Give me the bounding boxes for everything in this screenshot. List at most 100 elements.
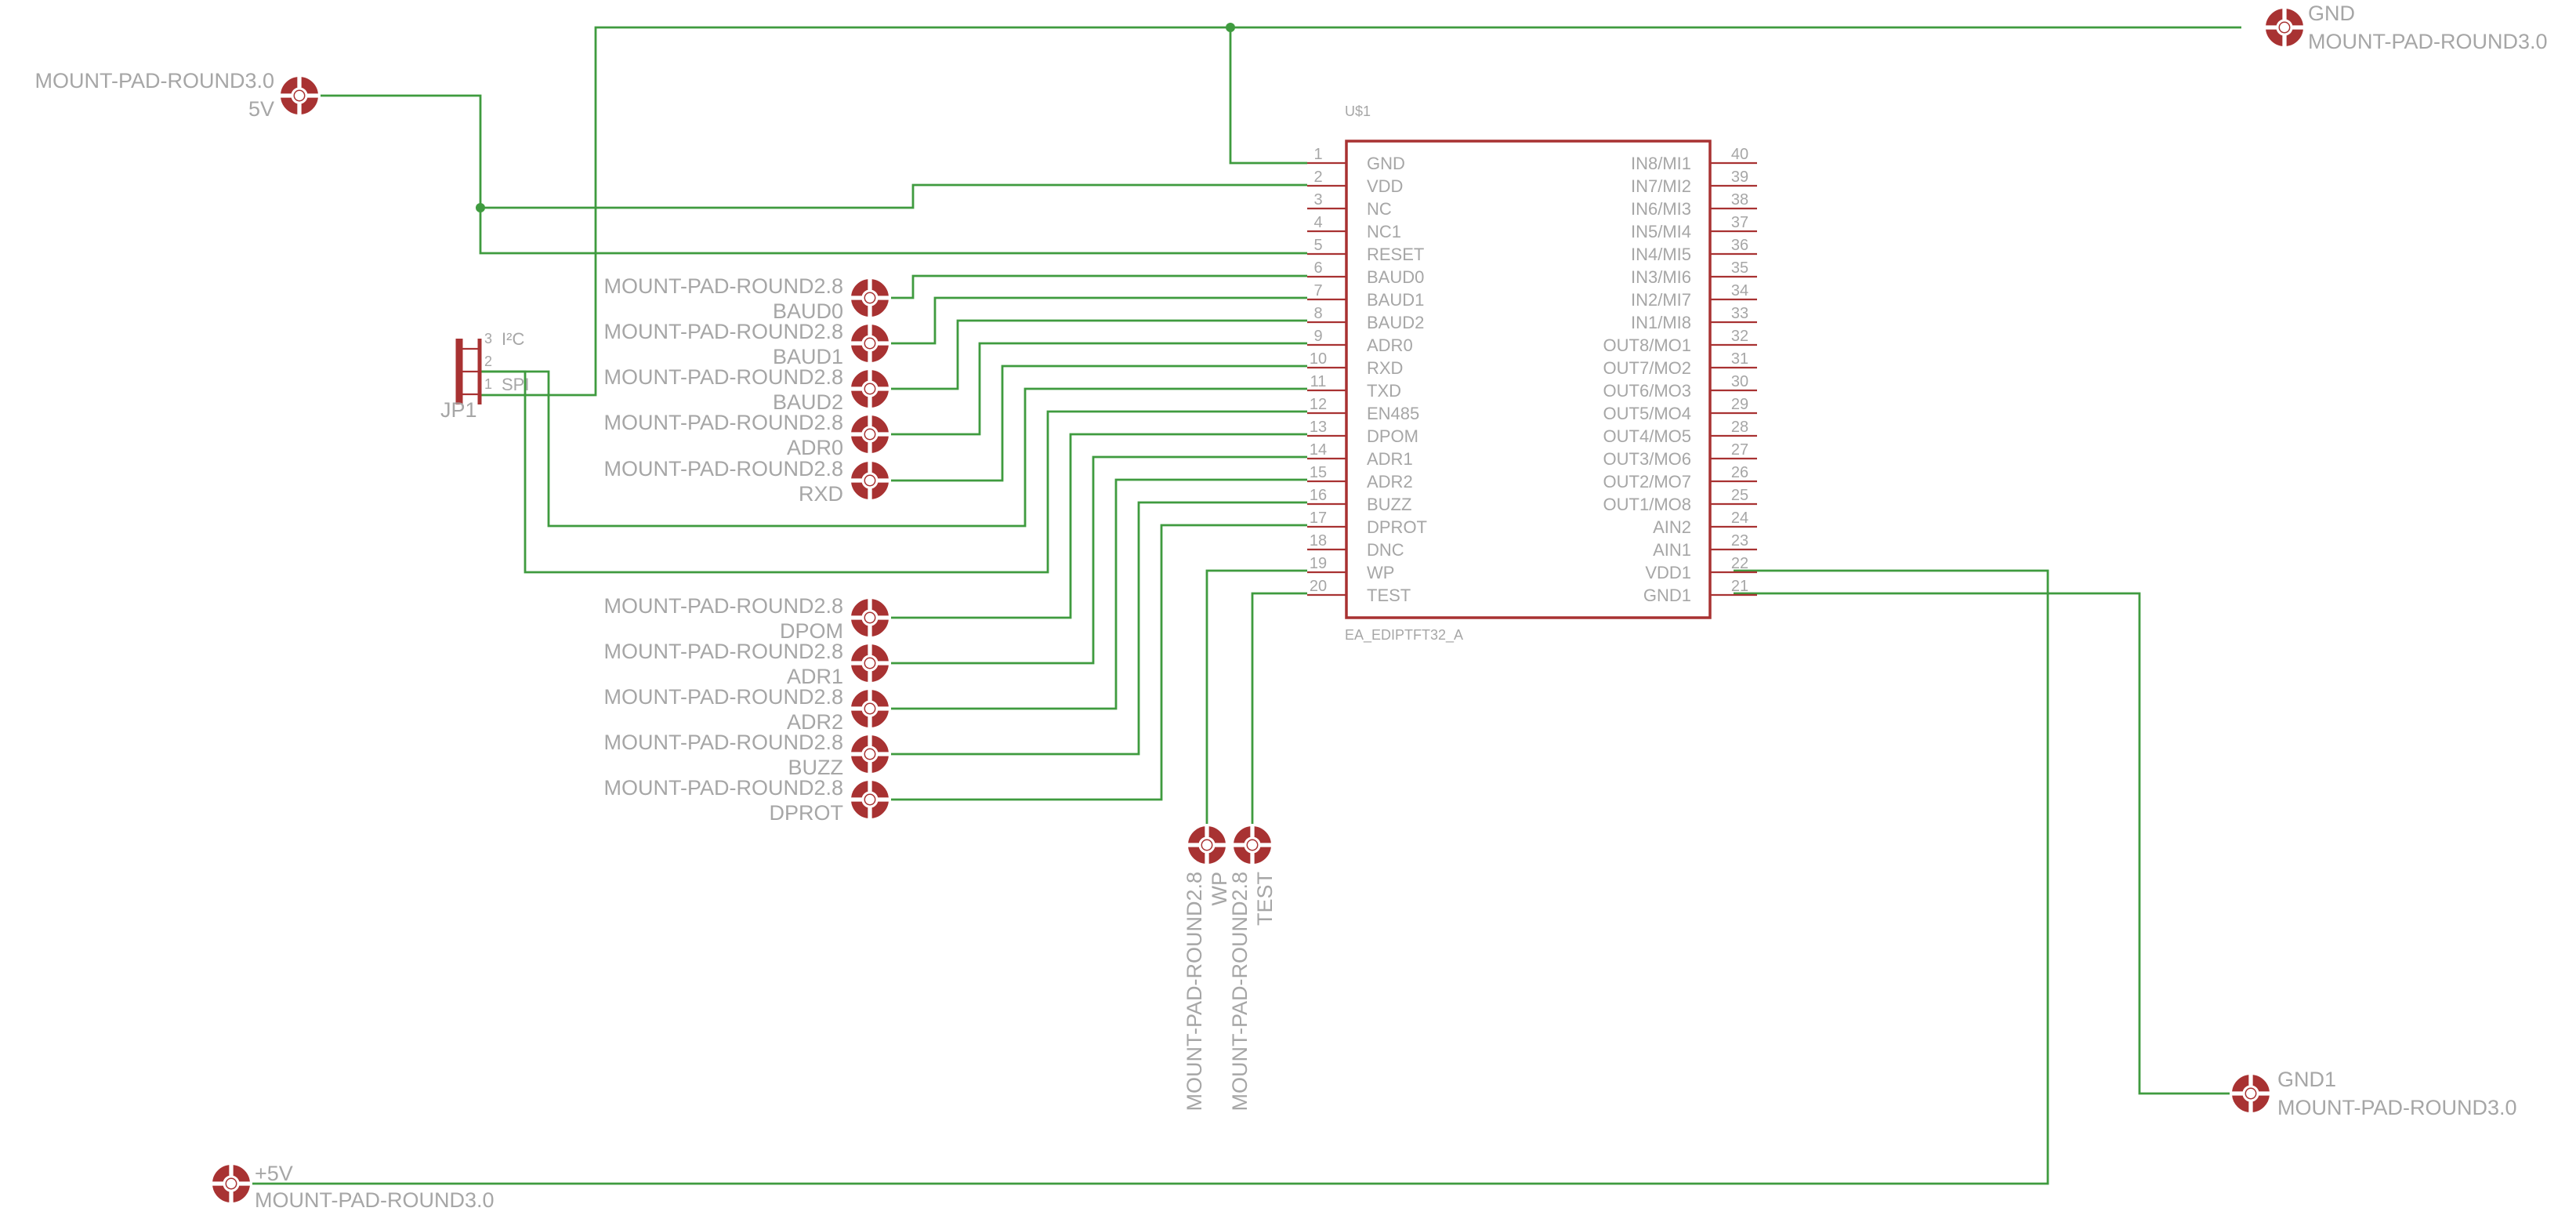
jp1-pin2-number: 2 (484, 354, 492, 369)
net-txd[interactable] (480, 370, 1307, 528)
u1-pin-35-name: IN3/MI6 (1631, 267, 1691, 287)
pad-baud0-value: MOUNT-PAD-ROUND2.8 (603, 274, 843, 298)
pad-dpom[interactable]: MOUNT-PAD-ROUND2.8 DPOM (603, 594, 891, 643)
pad-baud0[interactable]: MOUNT-PAD-ROUND2.8 BAUD0 (603, 274, 891, 323)
net-wp[interactable] (1205, 569, 1307, 845)
net-baud0[interactable] (870, 274, 1307, 299)
u1-pin-12-number: 12 (1310, 396, 1327, 413)
pad-baud2[interactable]: MOUNT-PAD-ROUND2.8 BAUD2 (603, 365, 891, 414)
u1-pin-38-name: IN6/MI3 (1631, 199, 1691, 219)
pad-plus5v[interactable]: +5V MOUNT-PAD-ROUND3.0 (210, 1162, 495, 1212)
pad-test-name: TEST (1253, 872, 1277, 926)
u1-pin-33-name: IN1/MI8 (1631, 313, 1691, 332)
mount-pad-icon (849, 733, 891, 775)
net-gnd1[interactable] (1734, 592, 2251, 1095)
net-baud1[interactable] (870, 296, 1307, 345)
u1-pin-1-name: GND (1367, 154, 1405, 173)
pad-dprot[interactable]: MOUNT-PAD-ROUND2.8 DPROT (603, 776, 891, 825)
u1-pin-18-name: DNC (1367, 540, 1404, 560)
pad-center (225, 1177, 237, 1190)
pad-adr0-value: MOUNT-PAD-ROUND2.8 (603, 411, 843, 434)
pad-gnd1-name: GND1 (2277, 1068, 2336, 1091)
net-vdd[interactable] (480, 183, 1307, 209)
u1-pin-37-name: IN5/MI4 (1631, 222, 1691, 241)
pad-adr2-name: ADR2 (787, 710, 843, 734)
pad-rxd-name: RXD (799, 482, 843, 506)
pad-baud1[interactable]: MOUNT-PAD-ROUND2.8 BAUD1 (603, 320, 891, 368)
pad-adr0[interactable]: MOUNT-PAD-ROUND2.8 ADR0 (603, 411, 891, 459)
pad-adr1[interactable]: MOUNT-PAD-ROUND2.8 ADR1 (603, 640, 891, 688)
pad-adr2[interactable]: MOUNT-PAD-ROUND2.8 ADR2 (603, 685, 891, 734)
u1-pin-30-name: OUT6/MO3 (1603, 381, 1691, 401)
pad-center (864, 383, 876, 395)
net-dpom[interactable] (870, 433, 1307, 619)
net-gnd-pin1[interactable] (1229, 27, 1307, 165)
u1-pin-5-name: RESET (1367, 245, 1424, 264)
pad-buzz-name: BUZZ (788, 756, 844, 779)
mount-pad-icon (849, 277, 891, 319)
mount-pad-icon (849, 597, 891, 639)
u1-pin-7-number: 7 (1313, 282, 1322, 299)
u1-pin-13-name: DPOM (1367, 426, 1418, 446)
pad-center (864, 292, 876, 304)
pad-test-value: MOUNT-PAD-ROUND2.8 (1228, 872, 1252, 1112)
pad-5v[interactable]: MOUNT-PAD-ROUND3.0 5V (34, 69, 321, 121)
u1-pin-20-number: 20 (1310, 578, 1327, 595)
net-dprot[interactable] (870, 524, 1307, 801)
pad-buzz[interactable]: MOUNT-PAD-ROUND2.8 BUZZ (603, 731, 891, 779)
u1-pin-9-number: 9 (1313, 328, 1322, 345)
u1-pin-14-number: 14 (1310, 441, 1327, 459)
net-test[interactable] (1251, 592, 1307, 845)
mount-pads: GND MOUNT-PAD-ROUND3.0 MOUNT-PAD-ROUND3.… (34, 2, 2547, 1212)
net-baud2[interactable] (870, 319, 1307, 390)
junction-5v-vdd (476, 203, 485, 212)
pad-wp-name: WP (1208, 872, 1231, 906)
pad-baud2-name: BAUD2 (773, 390, 843, 414)
u1-body[interactable] (1345, 140, 1712, 619)
u1-pin-15-name: ADR2 (1367, 472, 1413, 491)
u1-pin-12-name: EN485 (1367, 404, 1419, 423)
net-5v[interactable] (299, 94, 1307, 255)
mount-pad-icon (2263, 6, 2306, 49)
pad-rxd[interactable]: MOUNT-PAD-ROUND2.8 RXD (603, 457, 891, 506)
u1-pin-37-number: 37 (1731, 214, 1748, 231)
pad-dpom-value: MOUNT-PAD-ROUND2.8 (603, 594, 843, 618)
pad-wp[interactable]: MOUNT-PAD-ROUND2.8 WP (1183, 824, 1231, 1112)
u1-pin-22-name: VDD1 (1645, 563, 1691, 582)
mount-pad-icon (2230, 1072, 2272, 1115)
u1-pin-28-number: 28 (1731, 419, 1748, 436)
pad-gnd1[interactable]: GND1 MOUNT-PAD-ROUND3.0 (2230, 1068, 2517, 1119)
pad-center (1246, 839, 1259, 851)
net-adr0[interactable] (870, 342, 1307, 436)
pad-gnd[interactable]: GND MOUNT-PAD-ROUND3.0 (2263, 2, 2548, 53)
mount-pad-icon (849, 687, 891, 730)
u1-pin-23-name: AIN1 (1653, 540, 1691, 560)
net-adr2[interactable] (870, 478, 1307, 710)
u1-pin-5-number: 5 (1313, 237, 1322, 254)
u1-pin-16-name: BUZZ (1367, 495, 1411, 514)
mount-pad-icon (849, 413, 891, 455)
mount-pad-icon (849, 322, 891, 364)
pad-plus5v-value: MOUNT-PAD-ROUND3.0 (255, 1188, 495, 1212)
jp1-pin1-label: SPI (502, 375, 529, 394)
u1-pin-8-name: BAUD2 (1367, 313, 1424, 332)
net-buzz[interactable] (870, 501, 1307, 756)
u1-pin-18-number: 18 (1310, 532, 1327, 549)
pad-center (2244, 1087, 2257, 1100)
pad-test[interactable]: MOUNT-PAD-ROUND2.8 TEST (1228, 824, 1277, 1112)
net-vdd1[interactable] (231, 569, 2049, 1185)
u1-pin-10-name: RXD (1367, 358, 1403, 378)
u1-pin-19-number: 19 (1310, 555, 1327, 572)
net-rxd[interactable] (870, 364, 1307, 482)
pad-center (864, 657, 876, 669)
pad-center (864, 474, 876, 487)
pad-gnd-name: GND (2308, 2, 2355, 25)
net-en485[interactable] (480, 370, 1307, 574)
jp1-symbol[interactable]: 3 I²C 2 1 SPI JP1 (440, 329, 529, 422)
u1-pin-6-name: BAUD0 (1367, 267, 1424, 287)
net-adr1[interactable] (870, 455, 1307, 665)
jp1-pin3-number: 3 (484, 331, 492, 346)
